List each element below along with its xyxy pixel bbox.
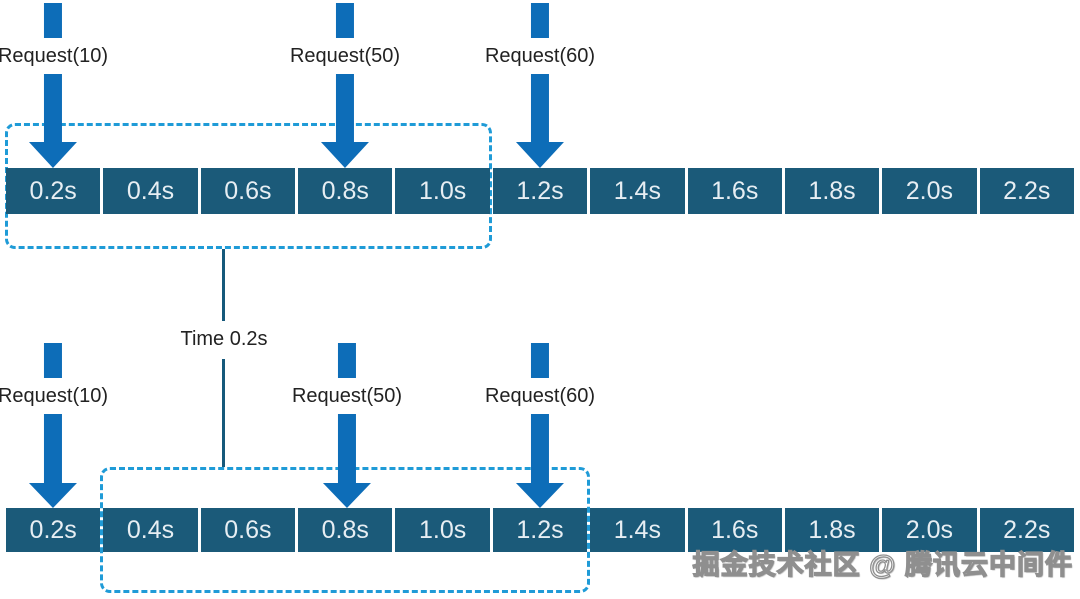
timeline-segment: 1.2s <box>492 168 588 214</box>
timeline-segment: 1.6s <box>687 508 782 552</box>
timeline-segment: 2.2s <box>979 508 1074 552</box>
timeline-segment: 2.0s <box>882 508 977 552</box>
down-arrow-icon <box>516 74 564 168</box>
request-marker-top-10: Request(10) <box>0 3 108 168</box>
request-marker-bottom-50: Request(50) <box>292 343 402 508</box>
timeline-bottom: 0.2s 0.4s 0.6s 0.8s 1.0s 1.2s 1.4s 1.6s … <box>6 508 1074 552</box>
request-label: Request(50) <box>289 45 401 67</box>
down-arrow-icon <box>323 414 371 508</box>
timeline-segment: 1.4s <box>590 508 685 552</box>
timeline-segment: 1.0s <box>395 508 490 552</box>
timeline-segment: 1.2s <box>492 508 588 552</box>
request-label: Request(10) <box>0 385 109 407</box>
timeline-segment: 1.4s <box>590 168 685 214</box>
request-tail-bar <box>338 343 356 378</box>
request-label: Request(60) <box>484 45 596 67</box>
watermark: 掘金技术社区 @ 腾讯云中间件 <box>692 550 1073 580</box>
request-marker-top-60: Request(60) <box>485 3 595 168</box>
timeline-segment: 0.6s <box>200 168 296 214</box>
request-tail-bar <box>531 3 549 38</box>
request-marker-bottom-10: Request(10) <box>0 343 108 508</box>
request-label: Request(10) <box>0 45 109 67</box>
timeline-segment: 1.6s <box>687 168 782 214</box>
timeline-segment: 0.2s <box>6 168 101 214</box>
request-marker-bottom-60: Request(60) <box>485 343 595 508</box>
timeline-segment: 0.4s <box>103 508 198 552</box>
time-shift-line-lower <box>222 359 225 467</box>
request-label: Request(50) <box>291 385 403 407</box>
down-arrow-icon <box>321 74 369 168</box>
request-tail-bar <box>44 3 62 38</box>
timeline-segment: 1.8s <box>784 508 880 552</box>
request-tail-bar <box>44 343 62 378</box>
request-marker-top-50: Request(50) <box>290 3 400 168</box>
down-arrow-icon <box>29 74 77 168</box>
time-shift-label: Time 0.2s <box>180 328 268 350</box>
timeline-segment: 0.6s <box>200 508 296 552</box>
down-arrow-icon <box>516 414 564 508</box>
down-arrow-icon <box>29 414 77 508</box>
timeline-segment: 2.0s <box>882 168 977 214</box>
time-shift-line-upper <box>222 249 225 321</box>
timeline-segment: 0.4s <box>103 168 198 214</box>
timeline-segment: 1.8s <box>784 168 880 214</box>
timeline-top: 0.2s 0.4s 0.6s 0.8s 1.0s 1.2s 1.4s 1.6s … <box>6 168 1074 214</box>
request-label: Request(60) <box>484 385 596 407</box>
timeline-segment: 0.8s <box>298 168 393 214</box>
timeline-segment: 0.8s <box>298 508 393 552</box>
timeline-segment: 1.0s <box>395 168 490 214</box>
request-tail-bar <box>336 3 354 38</box>
request-tail-bar <box>531 343 549 378</box>
timeline-segment: 2.2s <box>979 168 1074 214</box>
timeline-segment: 0.2s <box>6 508 101 552</box>
